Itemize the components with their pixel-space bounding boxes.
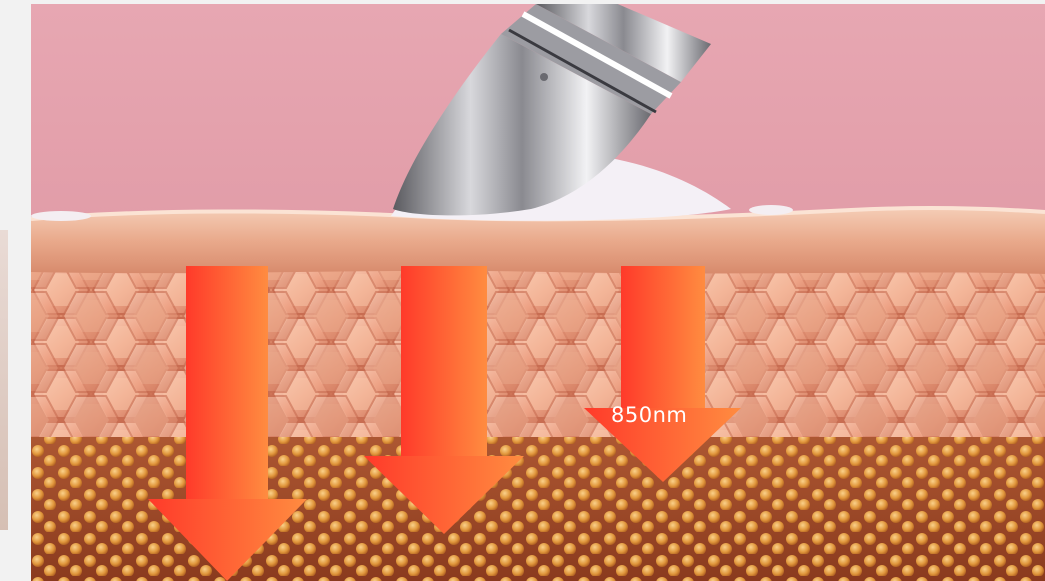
left-margin — [0, 0, 31, 581]
skin-illustration — [31, 4, 1045, 581]
wavelength-label: 850nm — [611, 403, 687, 427]
